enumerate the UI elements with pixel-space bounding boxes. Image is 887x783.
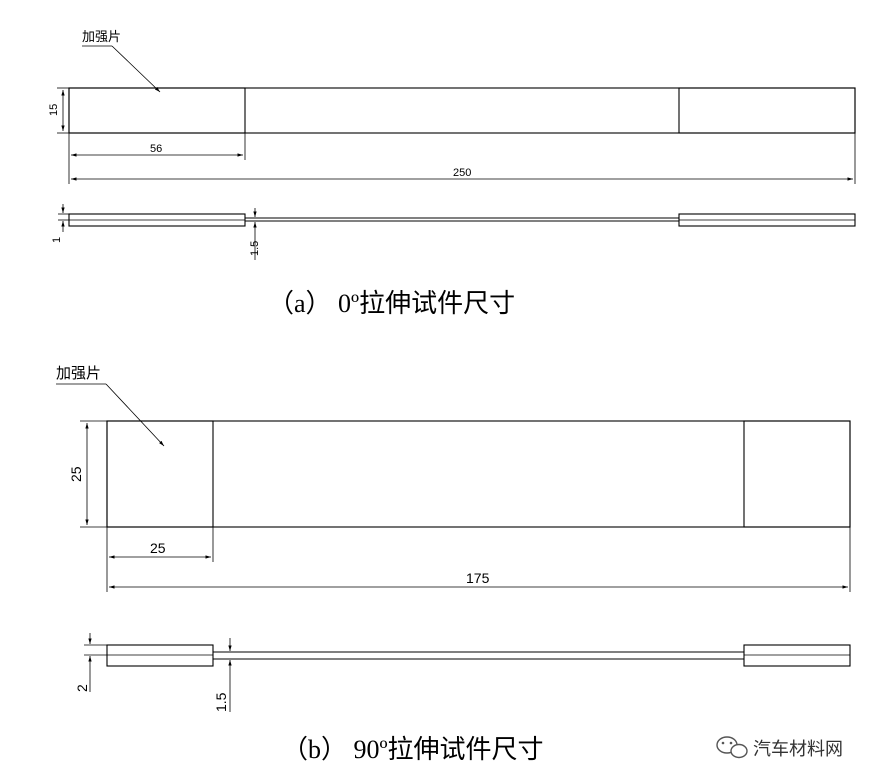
dim-total-length-a: 250	[68, 133, 856, 184]
caption-b: （b） 90º拉伸试件尺寸	[282, 735, 544, 764]
figure-b-side-view	[106, 644, 851, 667]
dim-specimen-thickness-b: 1.5	[213, 638, 232, 712]
figure-b: 加强片 25 25 175	[56, 364, 851, 764]
dim-tab-thickness-a: 1	[51, 204, 69, 243]
watermark-text: 汽车材料网	[753, 739, 843, 760]
dim-total-length-a-label: 250	[453, 167, 471, 179]
tab-label-b: 加强片	[56, 364, 101, 382]
caption-a: （a） 0º拉伸试件尺寸	[268, 289, 515, 318]
dim-tab-thickness-a-label: 1	[51, 237, 63, 243]
specimen-outline-b	[106, 420, 851, 528]
dim-specimen-thickness-b-label: 1.5	[213, 692, 229, 712]
tab-callout-b: 加强片	[56, 364, 165, 447]
tab-label-a: 加强片	[82, 30, 121, 45]
figure-a-side-view	[68, 213, 856, 227]
watermark: 汽车材料网	[716, 736, 843, 760]
wechat-icon	[716, 736, 748, 759]
tab-left-b	[106, 420, 214, 528]
tab-left-a	[68, 87, 246, 134]
specimen-outline-a	[68, 87, 856, 134]
tab-callout-a: 加强片	[82, 30, 161, 93]
dim-tab-length-b-label: 25	[150, 540, 166, 556]
dim-tab-thickness-b-label: 2	[74, 684, 90, 692]
dim-width-b-label: 25	[68, 466, 84, 482]
side-tab-right-b	[743, 644, 851, 667]
tab-right-a	[678, 87, 856, 134]
dim-specimen-thickness-a-label: 1.5	[249, 241, 261, 256]
dim-tab-thickness-b: 2	[74, 633, 107, 692]
dim-specimen-thickness-a: 1.5	[249, 208, 261, 260]
dim-tab-length-a-label: 56	[150, 143, 162, 155]
figure-a-plan-view	[68, 87, 856, 134]
dim-width-a: 15	[48, 87, 69, 134]
dim-tab-length-a: 56	[68, 133, 246, 160]
figure-b-plan-view	[106, 420, 851, 528]
tab-right-b	[743, 420, 851, 528]
side-tab-left-b	[106, 644, 214, 667]
figure-a: 加强片 15 56 250	[48, 30, 856, 318]
dim-width-a-label: 15	[48, 104, 60, 116]
dim-total-length-b: 175	[109, 527, 851, 592]
dim-width-b: 25	[68, 420, 107, 528]
dim-total-length-b-label: 175	[466, 570, 490, 586]
dim-tab-length-b: 25	[106, 527, 214, 592]
